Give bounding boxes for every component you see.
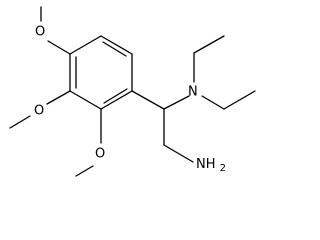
diethylamino-group: [193, 35, 256, 110]
benzene-ring: [69, 35, 133, 110]
ch2-to-amine-bond: [163, 144, 194, 163]
ring-bond-3: [100, 90, 133, 110]
ring-to-ch-bond: [131, 90, 165, 110]
amine-subscript-label: 2: [220, 163, 226, 174]
methoxy-bottom-methyl-bond: [75, 165, 94, 177]
ch-to-nitrogen-bond: [163, 95, 190, 110]
nitrogen-ethyl-right-bond-1: [201, 95, 225, 110]
amine-label: NH 2: [196, 157, 226, 174]
amine-main-label: NH: [196, 157, 216, 172]
oxygen-bottom-label: O: [95, 147, 105, 162]
nitrogen-label: N: [188, 85, 198, 100]
chemical-structure: O O O N NH 2: [9, 6, 256, 177]
atom-labels: O O O N NH 2: [34, 25, 226, 174]
oxygen-top-label: O: [35, 25, 45, 40]
side-chain: [131, 90, 194, 163]
methoxy-top: [40, 6, 71, 55]
methoxy-middle: [9, 90, 71, 129]
methoxy-top-ring-bond: [47, 40, 71, 55]
nitrogen-ethyl-up-bond-2: [193, 35, 225, 54]
methoxy-middle-methyl-bond: [9, 115, 31, 129]
nitrogen-ethyl-right-bond-2: [223, 90, 256, 110]
ring-double-bond-2: [103, 88, 128, 104]
ring-double-bond-1: [102, 41, 127, 57]
methoxy-bottom: [75, 108, 102, 177]
ring-bond-1: [100, 35, 133, 55]
oxygen-middle-label: O: [34, 104, 44, 119]
ring-bond-4: [69, 90, 102, 110]
methoxy-middle-ring-bond: [46, 90, 71, 105]
ring-bond-6: [69, 35, 102, 55]
